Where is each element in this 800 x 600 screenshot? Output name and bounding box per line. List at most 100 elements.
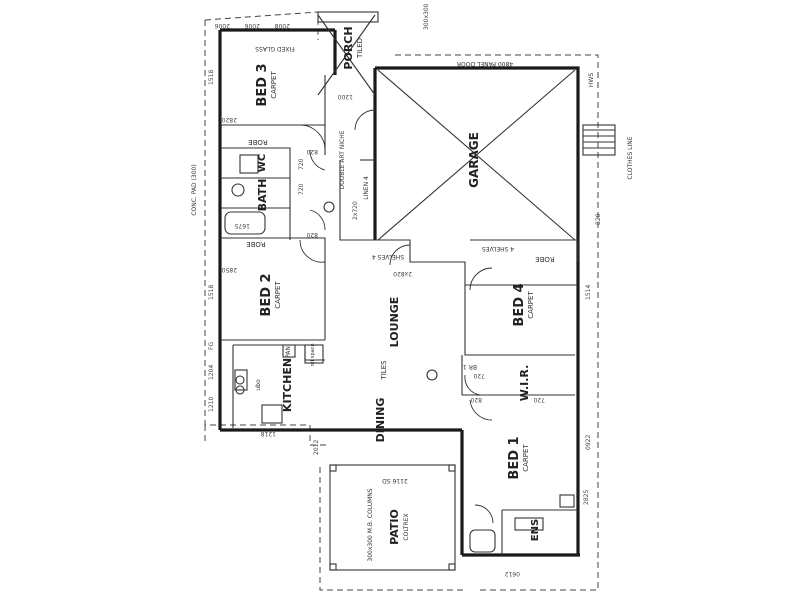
bath-label-group: BATH: [256, 179, 269, 212]
sd-group: 2116 SD: [382, 477, 408, 484]
dim-1675: 1675: [235, 222, 250, 229]
bath-label: BATH: [256, 179, 269, 212]
hws-group: HWS: [588, 73, 595, 87]
ref-label-group: ref space: [310, 343, 316, 366]
robe-bed3-group: ROBE: [248, 138, 268, 146]
patio-floor: COLTREX: [403, 513, 410, 540]
kitchen-label: KITCHEN: [281, 358, 294, 412]
fixed-glass-group: FIXED GLASS: [255, 45, 295, 52]
robe-bed4-label: ROBE: [535, 255, 555, 263]
porch-floor: TILED: [356, 38, 364, 59]
bed4-floor: CARPET: [527, 291, 535, 319]
art-niche-label: DOUBLE ART NICHE: [339, 130, 346, 189]
dim-2012: 2012: [313, 440, 320, 455]
dim-820a: 820: [306, 148, 318, 155]
dining-label-group: DINING: [374, 398, 387, 443]
bed4-label-group: BED 4 CARPET: [512, 283, 535, 326]
columns-group: 300x300 M.B. COLUMNS: [367, 488, 374, 561]
panel-door-label: 4800 PANEL DOOR: [457, 60, 513, 67]
pan-label-group: PAN: [285, 346, 292, 358]
dimension-labels: 2006 2006 2008 300x300 1200 1518 1518 72…: [208, 3, 602, 577]
dim-2x720: 2x720: [352, 201, 359, 220]
tiles-label: TILES: [380, 360, 388, 381]
shelves-a-label: SHELVES 4: [372, 253, 404, 260]
dim-820d: 820: [595, 213, 602, 225]
bed1-label: BED 1: [507, 436, 522, 479]
dim-820b: 820: [306, 231, 318, 238]
external-walls: [218, 28, 580, 557]
robe-bed3-label: ROBE: [248, 138, 268, 146]
columns-label: 300x300 M.B. COLUMNS: [367, 488, 374, 561]
shelves-b-label: 4 SHELVES: [482, 245, 514, 252]
patio-label: PATIO: [388, 509, 401, 545]
fixtures: [224, 154, 575, 553]
porch-label-group: PORCH TILED: [342, 26, 364, 69]
kitchen-label-group: KITCHEN: [281, 358, 294, 412]
br-group: BR 1: [463, 363, 477, 370]
dim-top3: 2008: [275, 22, 290, 29]
lounge-label: LOUNGE: [388, 297, 401, 348]
dim-720b: 720: [298, 183, 305, 195]
dim-720a: 720: [298, 158, 305, 170]
dim-1514: 1514: [585, 285, 592, 300]
ubo-label-group: ubo: [255, 379, 262, 391]
ens-label: ENS: [530, 519, 541, 541]
dim-1204: 1204: [208, 365, 215, 380]
tiles-label-group: TILES: [380, 360, 388, 381]
bed3-floor: CARPET: [270, 71, 278, 99]
door-swings: [299, 109, 494, 524]
dim-1200: 1200: [338, 93, 353, 100]
ref-label: ref space: [310, 343, 316, 366]
dim-720c: 720: [473, 372, 485, 379]
lounge-label-group: LOUNGE: [388, 297, 401, 348]
sd-label: 2116 SD: [382, 477, 408, 484]
dim-1518b: 1518: [208, 285, 215, 300]
wc-label: WC: [257, 154, 268, 172]
dim-top1: 2006: [215, 22, 230, 29]
bed4-label: BED 4: [512, 283, 527, 326]
dim-top2: 2006: [245, 22, 260, 29]
wir-label: W.I.R.: [518, 365, 531, 402]
bed3-label-group: BED 3 CARPET: [255, 63, 278, 106]
clothes-line-group: CLOTHES LINE: [627, 136, 634, 179]
robe-bed4-group: ROBE: [535, 255, 555, 263]
dim-0612: 0612: [505, 570, 520, 577]
linen-group: LINEN 4: [363, 176, 370, 200]
clothes-line: [582, 124, 616, 156]
hws-label: HWS: [588, 73, 595, 87]
dim-1210: 1210: [208, 397, 215, 412]
fixed-glass-label: FIXED GLASS: [255, 45, 295, 52]
shelves-b-group: 4 SHELVES: [482, 245, 514, 252]
linen-label: LINEN 4: [363, 176, 370, 200]
garage-label: GARAGE: [467, 132, 481, 188]
wir-label-group: W.I.R.: [518, 365, 531, 402]
bed2-floor: CARPET: [274, 281, 282, 309]
bed2-label-group: BED 2 CARPET: [259, 273, 282, 316]
dim-2850: 2850: [222, 266, 237, 273]
porch-cross: [317, 11, 379, 96]
art-niche-group: DOUBLE ART NICHE: [339, 130, 346, 189]
dim-2825: 2825: [583, 490, 590, 505]
patio-label-group: PATIO COLTREX: [388, 509, 410, 545]
garage-label-group: GARAGE: [467, 132, 481, 188]
dim-0922: 0922: [585, 435, 592, 450]
clothes-line-label: CLOTHES LINE: [627, 136, 634, 179]
bed2-label: BED 2: [259, 273, 274, 316]
robe-bed2-group: ROBE: [246, 240, 266, 248]
bed3-label: BED 3: [255, 63, 270, 106]
panel-door-group: 4800 PANEL DOOR: [457, 60, 513, 67]
patio-outline: [329, 464, 456, 571]
dim-porch-col: 300x300: [423, 3, 430, 30]
conc-pad-label: CONC. PAD (300): [191, 164, 198, 215]
porch-label: PORCH: [342, 26, 355, 69]
ubo-label: ubo: [255, 379, 262, 391]
dim-2820: 2820: [222, 116, 237, 123]
robe-bed2-label: ROBE: [246, 240, 266, 248]
shelves-a-group: SHELVES 4: [372, 253, 404, 260]
conc-pad-group: CONC. PAD (300): [191, 164, 198, 215]
internal-walls: [220, 75, 579, 555]
dim-820c: 820: [470, 396, 482, 403]
pan-label: PAN: [285, 346, 292, 358]
bed1-floor: CARPET: [522, 444, 530, 472]
